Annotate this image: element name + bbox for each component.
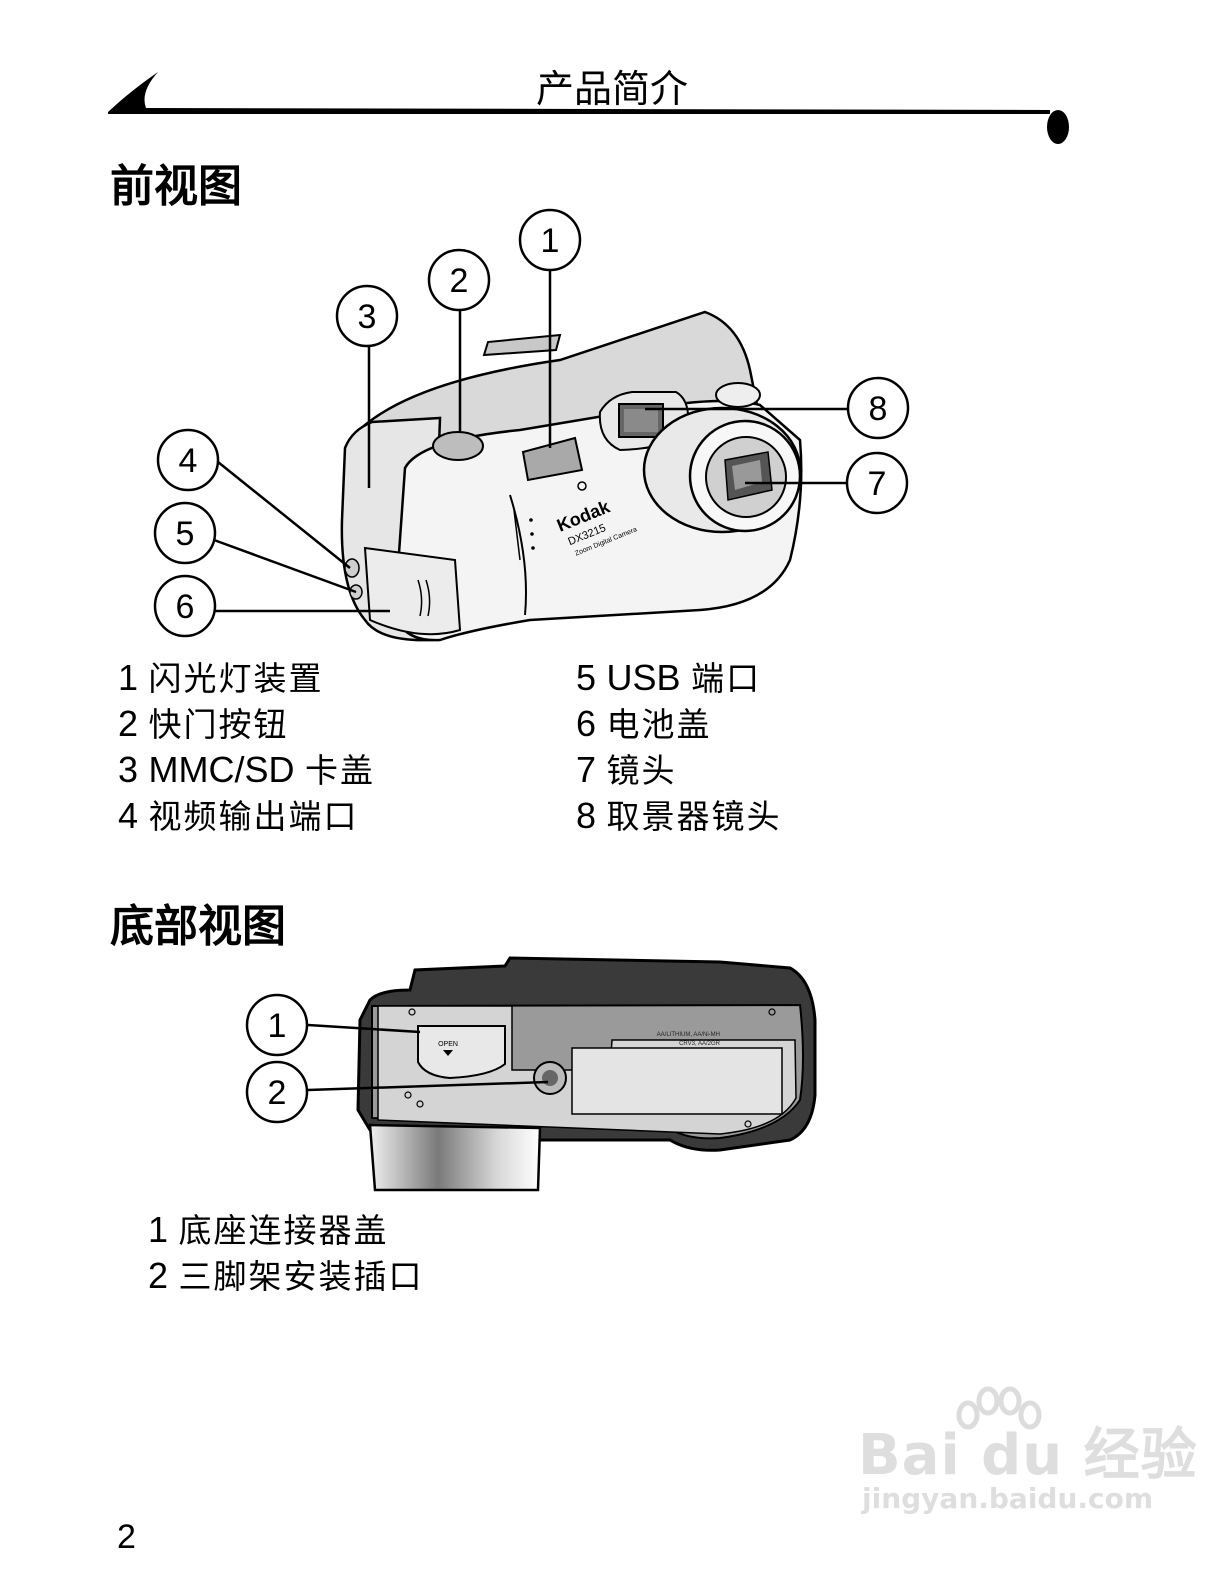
bottom-callout-1 bbox=[245, 993, 309, 1057]
callout-5-label: 5 bbox=[176, 515, 195, 553]
bottom-callout-2 bbox=[245, 1060, 309, 1124]
callout-3 bbox=[335, 284, 399, 348]
callout-4 bbox=[156, 428, 220, 492]
callout-5 bbox=[153, 501, 217, 565]
legend-item: 1 闪光灯装置 bbox=[118, 657, 324, 698]
callout-8-label: 8 bbox=[869, 390, 888, 428]
callout-1-label: 1 bbox=[541, 222, 560, 260]
open-label: OPEN bbox=[438, 1041, 458, 1048]
callout-8 bbox=[846, 376, 910, 440]
callout-6 bbox=[153, 574, 217, 638]
callout-1 bbox=[518, 208, 582, 272]
front-view-diagram: Kodak DX3215 Zoom Digital Camera bbox=[153, 208, 910, 642]
legend-item: 8 取景器镜头 bbox=[576, 795, 782, 836]
lens-barrel bbox=[368, 1123, 542, 1192]
legend-item: 4 视频输出端口 bbox=[118, 795, 359, 836]
callout-7 bbox=[845, 451, 909, 515]
bottom-callout-2-label: 2 bbox=[268, 1074, 287, 1112]
header-title: 产品简介 bbox=[535, 67, 688, 111]
callout-7-label: 7 bbox=[868, 465, 887, 503]
callout-2 bbox=[427, 248, 491, 312]
page-number: 2 bbox=[117, 1518, 136, 1556]
bottom-callout-1-label: 1 bbox=[268, 1007, 287, 1045]
video-port bbox=[344, 558, 360, 578]
battery-door-bottom bbox=[571, 1047, 783, 1115]
legend-item: 2 快门按钮 bbox=[118, 703, 289, 744]
dock-connector-cover bbox=[417, 1025, 506, 1080]
flash-unit bbox=[521, 436, 584, 482]
legend-item: 1 底座连接器盖 bbox=[148, 1209, 389, 1250]
bottom-view-diagram: AA/LITHIUM, AA/Ni-MH CRV3, AA/2GR OPEN bbox=[245, 956, 817, 1192]
battery-label-1: AA/LITHIUM, AA/Ni-MH bbox=[657, 1032, 720, 1038]
legend-item: 3 MMC/SD 卡盖 bbox=[118, 749, 376, 790]
callout-2-label: 2 bbox=[450, 262, 469, 300]
front-legend-left: 1 闪光灯装置 2 快门按钮 3 MMC/SD 卡盖 4 视频输出端口 bbox=[118, 655, 375, 839]
paw-icon bbox=[956, 1386, 1042, 1430]
callout-6-label: 6 bbox=[176, 588, 195, 626]
legend-item: 2 三脚架安装插口 bbox=[148, 1255, 424, 1296]
watermark-url: jingyan.baidu.com bbox=[862, 1482, 1154, 1515]
bottom-view-title: 底部视图 bbox=[110, 901, 286, 952]
legend-item: 5 USB 端口 bbox=[576, 657, 762, 698]
shutter-button bbox=[432, 431, 484, 461]
watermark-logo: Bai du 经验 bbox=[858, 1423, 1198, 1488]
battery-label-2: CRV3, AA/2GR bbox=[679, 1041, 721, 1047]
header-rule bbox=[108, 72, 1069, 144]
bottom-legend: 1 底座连接器盖 2 三脚架安装插口 bbox=[148, 1207, 424, 1299]
legend-item: 6 电池盖 bbox=[576, 703, 712, 744]
front-view-title: 前视图 bbox=[110, 161, 242, 212]
callout-3-label: 3 bbox=[358, 298, 377, 336]
front-legend-right: 5 USB 端口 6 电池盖 7 镜头 8 取景器镜头 bbox=[576, 655, 782, 839]
legend-item: 7 镜头 bbox=[576, 749, 677, 790]
callout-4-label: 4 bbox=[179, 442, 198, 480]
battery-door bbox=[363, 546, 462, 636]
